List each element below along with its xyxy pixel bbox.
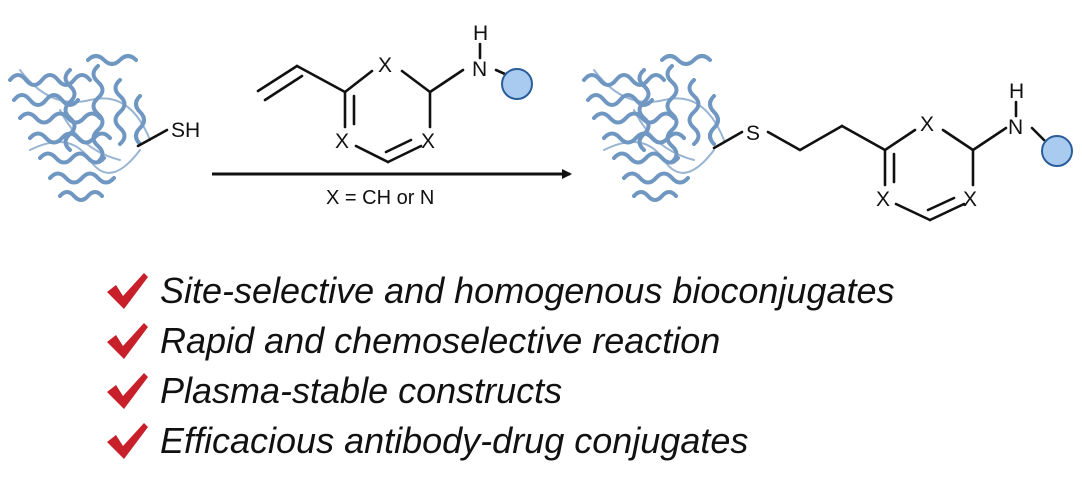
benefit-text: Site-selective and homogenous bioconjuga… [160, 270, 895, 311]
reagent-ring-atom-3: X [335, 130, 349, 153]
protein-sulfur-bond [136, 128, 169, 148]
checkmark-icon [107, 423, 148, 459]
product-amine-hydrogen: H [1009, 80, 1024, 103]
protein-right [582, 54, 725, 202]
thioether-sulfur-label: S [746, 122, 760, 145]
product-ring-atom-2: X [963, 188, 977, 211]
benefit-item: Rapid and chemoselective reaction [104, 316, 1064, 366]
protein-left [8, 54, 151, 202]
benefit-item: Site-selective and homogenous bioconjuga… [104, 266, 1064, 316]
checkmark-icon [107, 273, 148, 309]
reagent-ring-atom-2: X [421, 130, 435, 153]
product-structure [712, 100, 1046, 222]
benefit-text: Efficacious antibody-drug conjugates [160, 420, 749, 461]
benefit-item: Plasma-stable constructs [104, 366, 1064, 416]
reagent-amine-hydrogen: H [473, 22, 488, 45]
reagent-ring-atom-1: X [378, 54, 392, 77]
reagent-structure [256, 42, 516, 164]
condition-label: X = CH or N [326, 187, 434, 209]
payload-circle [501, 68, 533, 100]
product-ring-atom-1: X [920, 113, 934, 136]
benefit-text: Plasma-stable constructs [160, 370, 563, 411]
checkmark-icon [107, 373, 148, 409]
benefit-text: Rapid and chemoselective reaction [160, 320, 721, 361]
checkmark-icon [107, 323, 148, 359]
product-amine-nitrogen: N [1008, 116, 1023, 139]
benefit-item: Efficacious antibody-drug conjugates [104, 416, 1064, 466]
payload-circle [1041, 135, 1073, 167]
product-ring-atom-3: X [876, 188, 890, 211]
benefits-list: Site-selective and homogenous bioconjuga… [104, 266, 1064, 466]
thiol-label: SH [171, 119, 200, 142]
reagent-amine-nitrogen: N [472, 58, 487, 81]
